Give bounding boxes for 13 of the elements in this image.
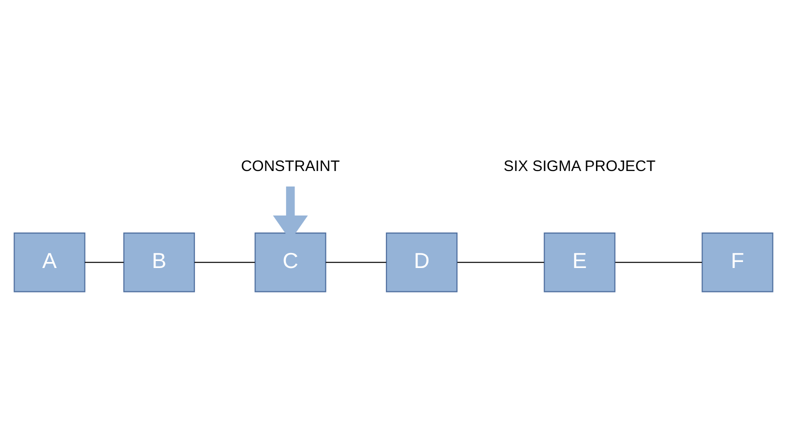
node-box: F xyxy=(702,232,774,292)
node-text: CONSTRAINT xyxy=(241,158,340,175)
label: SIX SIGMA PROJECT xyxy=(504,158,656,175)
node-box: A xyxy=(14,232,86,292)
node-box: D xyxy=(386,232,458,292)
node-box: B xyxy=(123,232,195,292)
connector xyxy=(457,262,544,263)
connector xyxy=(326,262,386,263)
node-box: C xyxy=(254,232,326,292)
connector xyxy=(84,262,124,263)
node-box: E xyxy=(544,232,616,292)
connector xyxy=(194,262,255,263)
connector xyxy=(615,262,702,263)
